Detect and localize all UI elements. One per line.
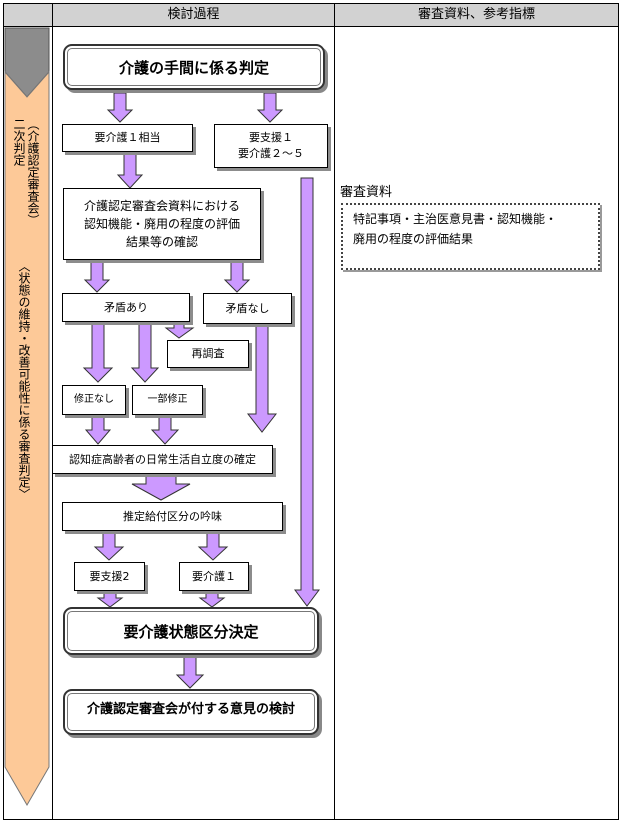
arrow-nocorr-to-dementia [84,415,112,445]
header-process-label: 検討過程 [167,7,220,22]
sidebar-secondary-label: 二次判定 [12,118,26,166]
header-process: 検討過程 [52,3,335,27]
start-judgment-label: 介護の手間に係る判定 [118,58,269,77]
care1-box: 要介護１ [179,562,249,591]
arrow-start-to-support1 [256,92,284,123]
arrow-yes-to-partial [130,321,160,383]
arrow-benefit-to-support2 [93,531,125,561]
contradiction-yes-box: 矛盾あり [62,293,190,322]
arrow-dementia-to-benefit [131,473,191,501]
arrow-confirm-to-no [223,260,251,293]
arrow-care1-to-decision [198,590,226,608]
care1-label: 要介護１ [192,569,236,583]
confirm-line-3: 結果等の確認 [125,235,198,249]
arrow-yes-to-reinv [164,321,195,339]
confirm-box: 介護認定審査会資料における 認知機能・廃用の程度の評価 結果等の確認 [63,188,261,260]
confirm-line-2: 認知機能・廃用の程度の評価 [83,217,240,231]
partial-correction-label: 一部修正 [147,394,188,405]
support1-care2-5-box: 要支援１ 要介護２～５ [214,124,328,168]
sidebar-committee-label: （介護認定審査会） [26,118,40,226]
peach-arrow [4,70,50,806]
materials-note-line-1: 特記事項・主治医意見書・認知機能・ [353,212,558,226]
care1-equiv-label: 要介護１相当 [94,131,161,144]
decision-label: 要介護状態区分決定 [123,622,259,641]
header-materials-label: 審査資料、参考指標 [417,7,535,22]
reinvestigate-box: 再調査 [167,340,249,368]
care2-5-label: 要介護２～５ [238,147,304,160]
materials-title: 審査資料 [340,185,393,200]
support1-label: 要支援１ [249,131,293,144]
materials-note-line-2: 廃用の程度の評価結果 [353,232,474,246]
support2-box: 要支援2 [74,562,145,591]
contradiction-no-box: 矛盾なし [203,293,292,324]
arrow-benefit-to-care1 [197,531,229,561]
dementia-level-box: 認知症高齢者の日常生活自立度の確定 [52,445,273,474]
arrow-partial-to-dementia [150,415,180,445]
contradiction-yes-label: 矛盾あり [104,300,148,314]
sidebar-review-label: 〈状態の維持・改善可能性に係る審査判定〉 [17,260,31,500]
no-correction-label: 修正なし [74,394,114,405]
opinion-box: 介護認定審査会が付する意見の検討 [63,689,319,735]
contradiction-no-label: 矛盾なし [225,301,270,315]
partial-correction-box: 一部修正 [132,385,203,415]
benefit-review-label: 推定給付区分の吟味 [123,509,222,523]
arrow-confirm-to-yes [83,260,111,293]
no-correction-box: 修正なし [62,385,126,415]
care1-equiv-box: 要介護１相当 [62,124,193,152]
arrow-long-right [294,177,320,607]
materials-note: 特記事項・主治医意見書・認知機能・ 廃用の程度の評価結果 [341,203,600,270]
arrow-support2-to-decision [96,590,124,608]
decision-box: 要介護状態区分決定 [63,607,319,655]
start-judgment-box: 介護の手間に係る判定 [63,44,325,90]
dementia-level-label: 認知症高齢者の日常生活自立度の確定 [69,452,256,466]
header-materials: 審査資料、参考指標 [334,3,619,27]
arrow-start-to-care1eq [106,92,134,123]
confirm-line-1: 介護認定審査会資料における [83,199,240,213]
arrow-yes-to-nocorr [82,321,114,383]
reinvestigate-label: 再調査 [191,347,225,360]
materials-column [334,26,619,820]
arrow-decision-to-opinion [175,656,205,689]
opinion-label: 介護認定審査会が付する意見の検討 [86,701,295,717]
benefit-review-box: 推定給付区分の吟味 [62,502,283,531]
arrow-care1eq-to-confirm [116,151,144,189]
header-blank-cell [3,3,53,27]
support2-label: 要支援2 [89,569,130,583]
arrow-no-down [246,324,278,433]
